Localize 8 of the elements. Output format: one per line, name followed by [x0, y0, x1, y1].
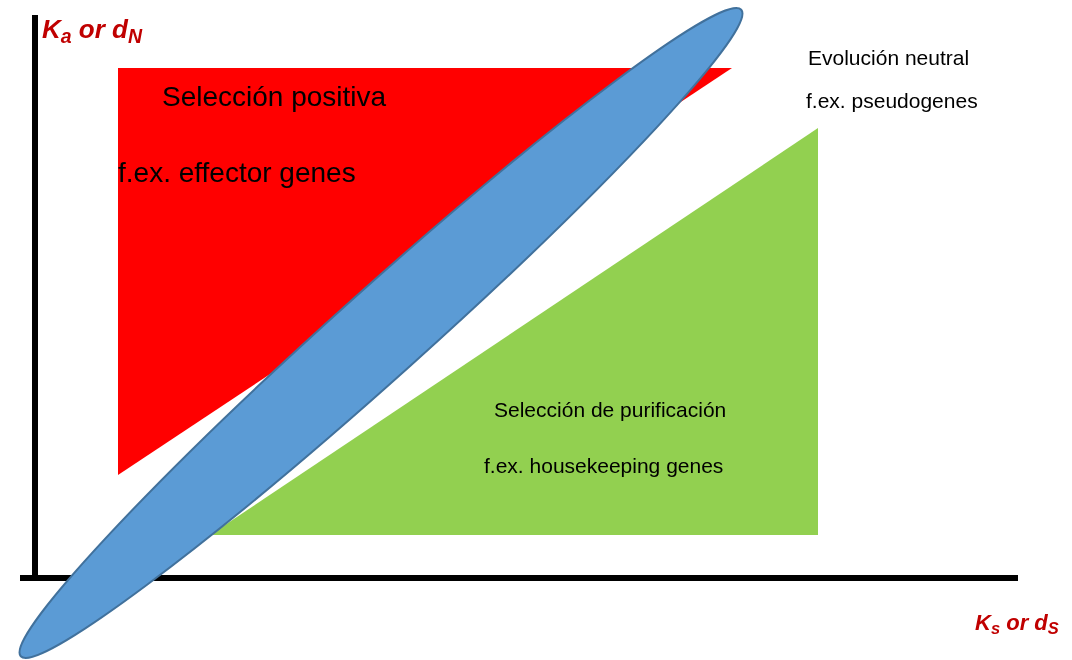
region-label: f.ex. effector genes [118, 156, 356, 190]
axis-label: K$_{a}$ or d$_{N}$ [42, 13, 143, 49]
region-label: Selección de purificación [494, 397, 727, 423]
annotation-text: f.ex. pseudogenes [806, 88, 978, 114]
annotation-text: Evolución neutral [808, 45, 970, 71]
region-label: Selección positiva [162, 80, 387, 114]
region-label: f.ex. housekeeping genes [484, 453, 724, 479]
axis-label: K$_{s}$ or d$_{S}$ [975, 609, 1059, 639]
